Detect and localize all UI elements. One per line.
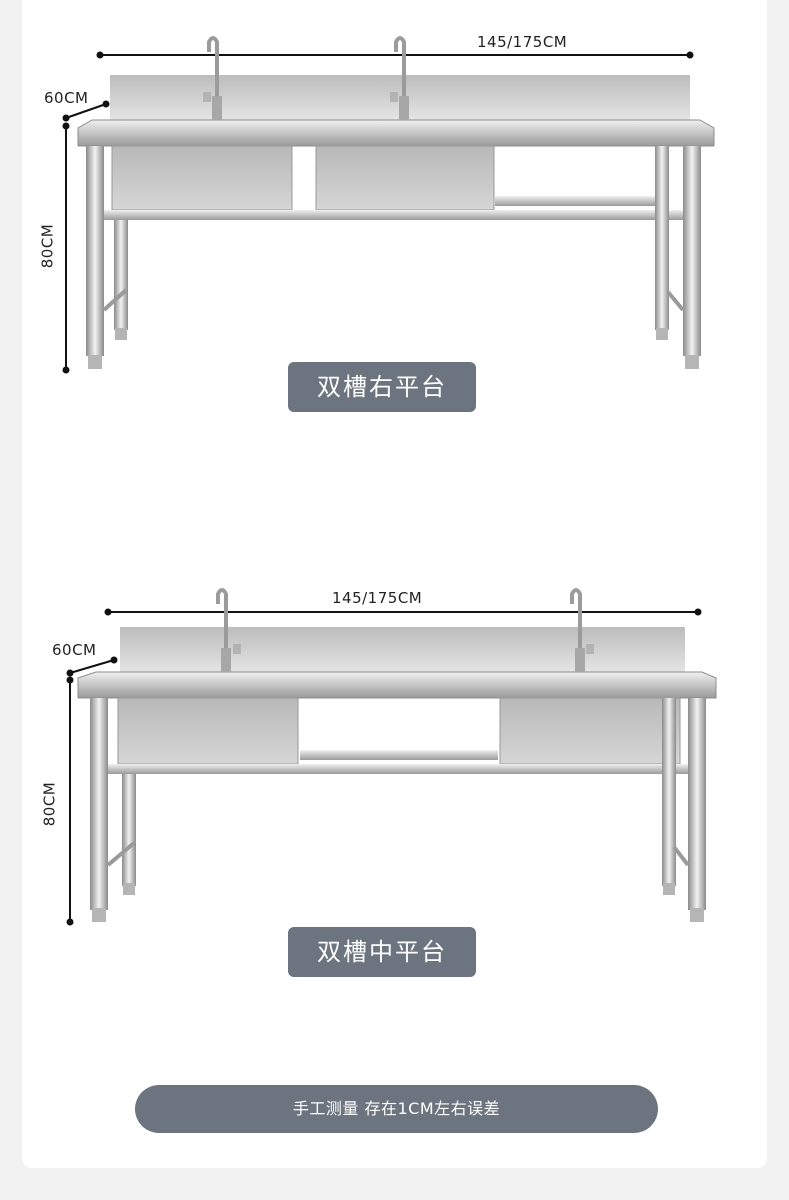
platform-shelf-rail — [495, 196, 655, 206]
height-dimension-line — [62, 122, 70, 374]
depth-dimension-line — [66, 656, 118, 677]
width-label: 145/175CM — [332, 589, 423, 607]
countertop — [77, 119, 715, 147]
width-label: 145/175CM — [477, 33, 568, 51]
width-dimension-line — [96, 51, 694, 59]
countertop — [77, 671, 717, 699]
sink-figure-middle-platform: 145/175CM 60CM 80CM — [0, 560, 789, 940]
caption-right-platform: 双槽右平台 — [288, 362, 476, 412]
depth-label: 60CM — [52, 641, 97, 659]
height-dimension-line — [66, 676, 74, 926]
backsplash — [120, 627, 685, 672]
height-label: 80CM — [38, 223, 57, 269]
sink-legs — [90, 698, 706, 922]
sink-illustration-right-platform — [62, 36, 715, 374]
sink-illustration-middle-platform — [66, 588, 717, 926]
faucet-icon — [570, 588, 594, 672]
caption-middle-platform: 双槽中平台 — [288, 927, 476, 977]
sink-legs — [86, 146, 701, 369]
sink-basin-right — [499, 697, 681, 765]
width-dimension-line — [104, 608, 702, 616]
faucet-icon — [390, 36, 409, 120]
depth-dimension-line — [62, 100, 110, 122]
sink-basin-left — [111, 145, 293, 211]
sink-basin-middle — [315, 145, 495, 211]
lower-crossbar — [100, 210, 685, 220]
lower-crossbar — [104, 764, 689, 774]
depth-label: 60CM — [44, 89, 89, 107]
sink-figure-right-platform: 145/175CM 60CM 80CM — [0, 0, 789, 380]
platform-shelf-rail — [300, 750, 498, 760]
faucet-icon — [203, 36, 222, 120]
sink-basin-left — [117, 697, 299, 765]
measurement-note: 手工测量 存在1CM左右误差 — [135, 1085, 658, 1133]
faucet-icon — [216, 588, 241, 672]
height-label: 80CM — [40, 781, 59, 827]
